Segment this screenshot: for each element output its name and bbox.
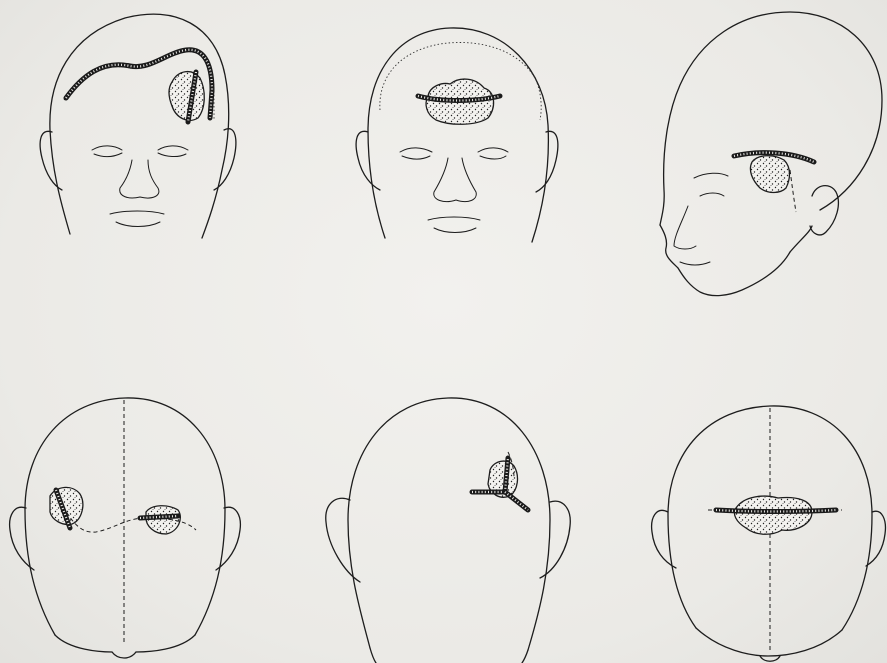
- head-outline: [660, 12, 882, 225]
- right-eye: [158, 146, 188, 150]
- left-eye: [400, 148, 432, 152]
- mouth-upper: [428, 217, 480, 220]
- figure-oblique-temporal: [660, 12, 882, 296]
- right-eye: [478, 148, 508, 152]
- figure-posterior-bilateral: [10, 398, 241, 658]
- lesion: [734, 496, 812, 534]
- neck-nub: [112, 652, 136, 658]
- left-ear: [652, 510, 676, 568]
- left-eye-lower: [94, 153, 122, 157]
- nose: [434, 158, 476, 202]
- figure-front-right-frontal: [40, 14, 236, 238]
- head-outline: [368, 28, 548, 242]
- face-profile: [660, 225, 790, 296]
- neck-nub: [760, 656, 780, 661]
- right-ear: [540, 501, 570, 578]
- right-eye-lower: [480, 156, 506, 159]
- mouth-lower: [116, 222, 160, 227]
- left-eye-lower: [402, 156, 430, 159]
- mouth-upper: [110, 211, 164, 214]
- ear: [810, 186, 838, 235]
- left-ear: [10, 507, 34, 570]
- right-ear: [216, 507, 240, 570]
- figure-posterior-triradiate: [326, 398, 570, 663]
- neck-right: [522, 650, 528, 663]
- brow: [694, 173, 728, 178]
- chin-base: [55, 635, 195, 652]
- right-eye-lower: [158, 153, 186, 157]
- incision-line: [716, 510, 836, 512]
- mouth: [680, 262, 710, 265]
- mouth-lower: [434, 228, 476, 233]
- chin-base: [696, 628, 842, 656]
- head-outline: [50, 14, 229, 238]
- lesion: [169, 72, 204, 121]
- eye: [700, 193, 724, 196]
- left-eye: [92, 146, 122, 150]
- figure-posterior-occipital: [652, 406, 886, 661]
- head-outline: [348, 398, 550, 650]
- left-ear: [326, 498, 360, 582]
- extension-line: [790, 170, 796, 212]
- figure-front-midline: [356, 28, 558, 242]
- neck-left: [370, 648, 376, 663]
- jaw: [790, 226, 812, 252]
- right-ear: [536, 131, 558, 192]
- nose: [674, 206, 696, 249]
- incision-arm-c: [505, 492, 528, 510]
- lesion: [750, 156, 789, 193]
- nose: [120, 160, 159, 198]
